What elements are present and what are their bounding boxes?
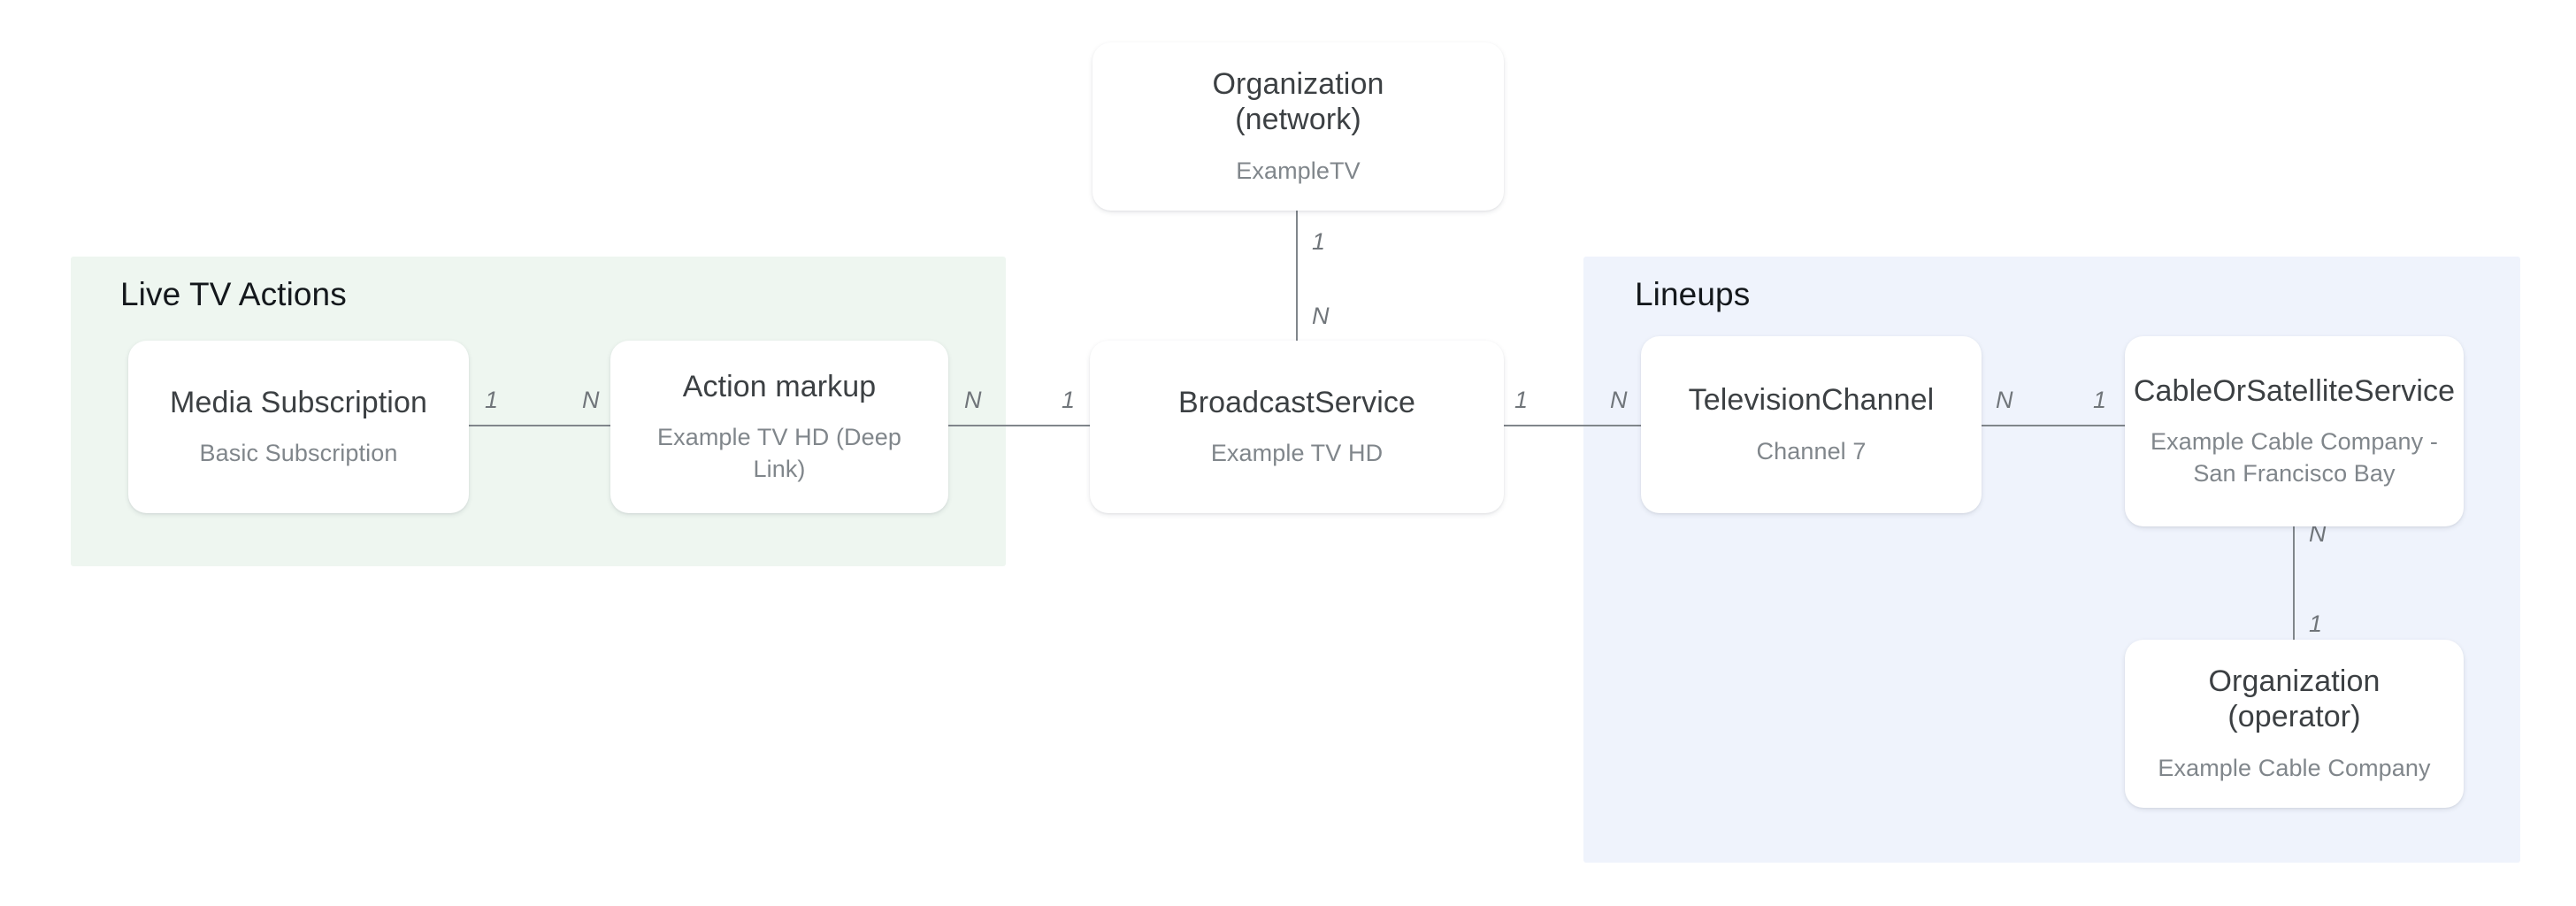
entity-title-action-markup: Action markup (682, 370, 877, 404)
cardinality-label-broadcast-service-to-television-channel-1: N (1610, 387, 1628, 413)
cardinality-label-media-subscription-to-action-markup-1: N (582, 387, 600, 413)
entity-title-cable-or-satellite-service: CableOrSatelliteService (2133, 374, 2456, 409)
entity-subtitle-organization-operator: Example Cable Company (2158, 754, 2431, 781)
entity-card-organization-operator[interactable]: Organization (operator) Example Cable Com… (2125, 640, 2464, 808)
connector-organization-network-to-broadcast-service (1296, 211, 1298, 342)
entity-subtitle-organization-network: ExampleTV (1236, 157, 1361, 184)
connector-cable-or-satellite-service-to-organization-operator (2293, 513, 2295, 644)
cardinality-label-organization-network-to-broadcast-service-1: N (1312, 303, 1330, 329)
cardinality-label-television-channel-to-cable-or-satellite-service-1: 1 (2093, 387, 2107, 413)
cardinality-label-cable-or-satellite-service-to-organization-operator-0: N (2309, 520, 2327, 547)
entity-subtitle-broadcast-service: Example TV HD (1210, 440, 1384, 466)
connector-media-subscription-to-action-markup (469, 425, 612, 426)
cardinality-label-action-markup-to-broadcast-service-1: 1 (1062, 387, 1076, 413)
cardinality-label-media-subscription-to-action-markup-0: 1 (485, 387, 499, 413)
cardinality-label-organization-network-to-broadcast-service-0: 1 (1312, 228, 1326, 255)
entity-subtitle-television-channel: Channel 7 (1756, 437, 1867, 465)
group-title-live-tv-actions: Live TV Actions (120, 276, 347, 312)
entity-subtitle-cable-or-satellite-service: Example Cable Company - San Francisco Ba… (2150, 428, 2438, 487)
entity-title-organization-network: Organization (network) (1212, 67, 1384, 137)
entity-title-organization-operator: Organization (operator) (2208, 664, 2380, 734)
entity-title-media-subscription: Media Subscription (170, 385, 427, 419)
entity-card-organization-network[interactable]: Organization (network) ExampleTV (1092, 42, 1504, 211)
entity-subtitle-media-subscription: Basic Subscription (199, 440, 398, 466)
connector-action-markup-to-broadcast-service (948, 425, 1092, 426)
entity-title-television-channel: TelevisionChannel (1688, 383, 1935, 418)
entity-title-broadcast-service: BroadcastService (1177, 385, 1416, 419)
cardinality-label-television-channel-to-cable-or-satellite-service-0: N (1996, 387, 2013, 413)
group-title-lineups: Lineups (1635, 276, 1751, 312)
connector-broadcast-service-to-television-channel (1504, 425, 1644, 426)
cardinality-label-cable-or-satellite-service-to-organization-operator-1: 1 (2309, 610, 2323, 637)
cardinality-label-broadcast-service-to-television-channel-0: 1 (1514, 387, 1529, 413)
entity-subtitle-action-markup: Example TV HD (Deep Link) (657, 424, 901, 482)
cardinality-label-action-markup-to-broadcast-service-0: N (964, 387, 982, 413)
connector-television-channel-to-cable-or-satellite-service (1982, 425, 2128, 426)
